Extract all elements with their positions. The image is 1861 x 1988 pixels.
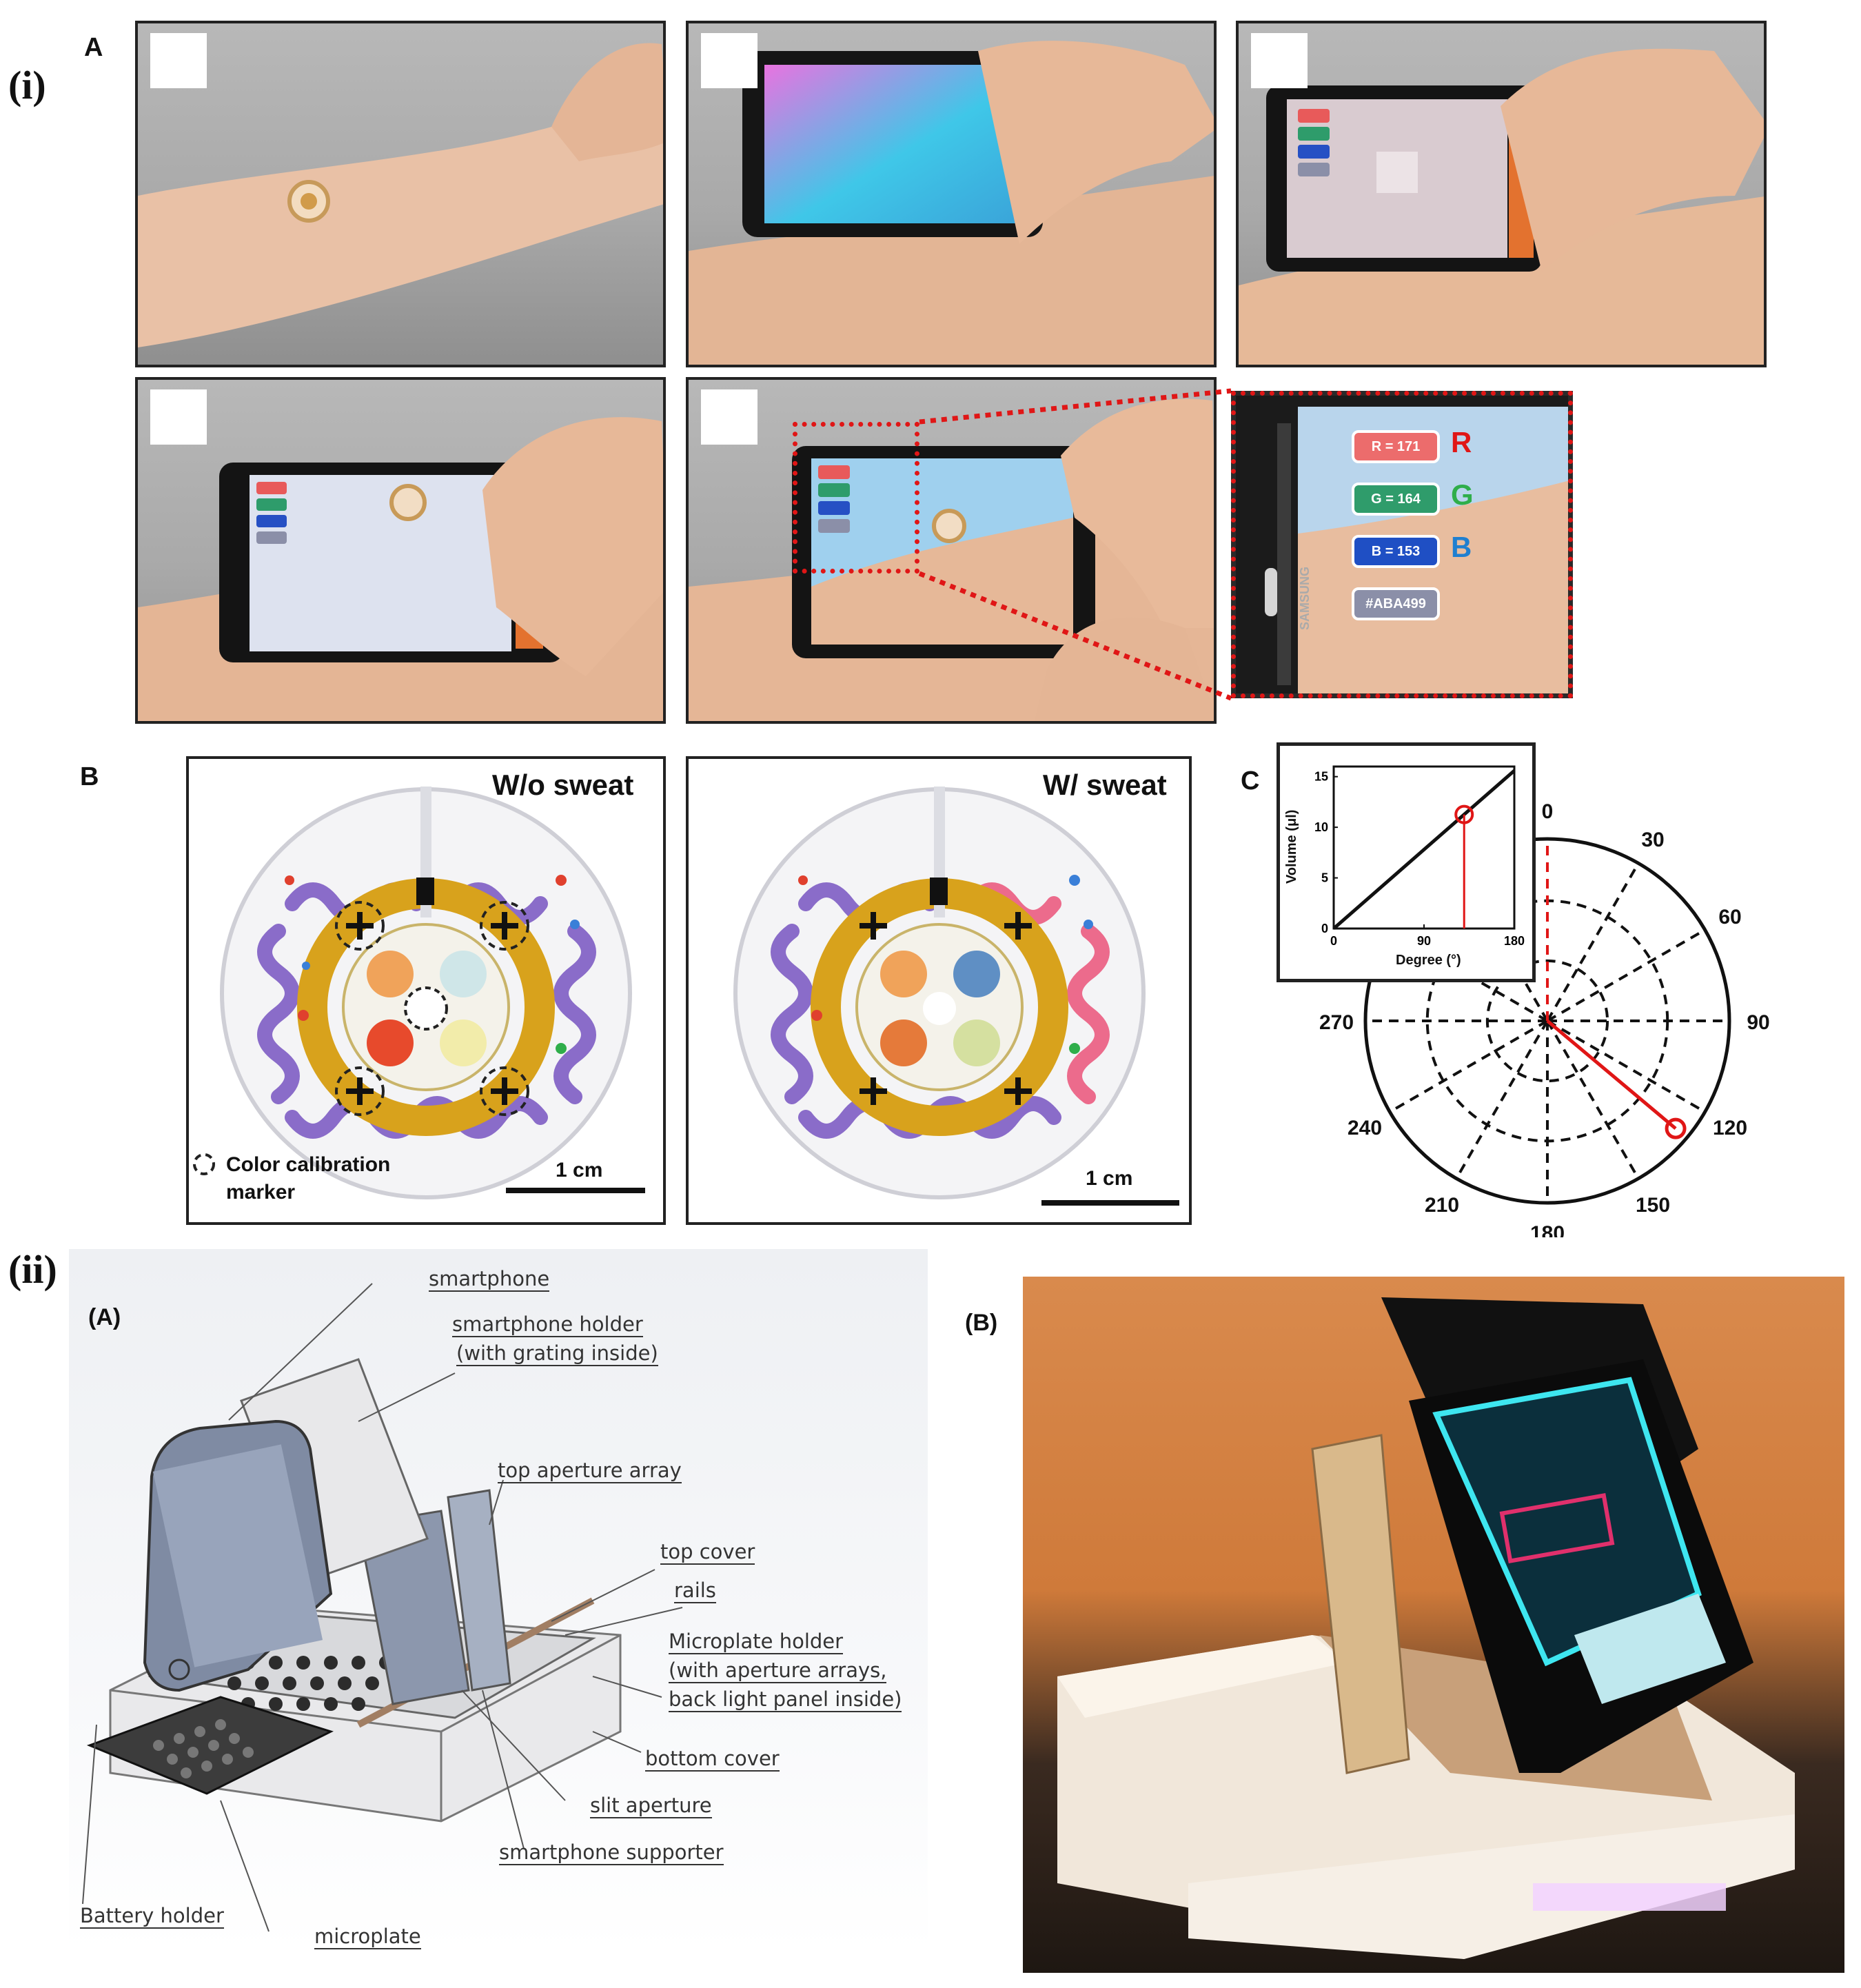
inset-volume-line bbox=[1332, 769, 1516, 930]
label-mask bbox=[150, 33, 207, 88]
polar-chart: 0 30 60 90 120 150 180 210 240 270 bbox=[1319, 800, 1770, 1237]
polar-spoke bbox=[1455, 1020, 1549, 1179]
anno-bottom-cover: bottom cover bbox=[645, 1747, 780, 1772]
photo-phone-readout bbox=[686, 377, 1217, 724]
anno-battery-holder: Battery holder bbox=[80, 1904, 224, 1929]
photo-phone-scan bbox=[686, 21, 1217, 367]
polar-angle-label: 180 bbox=[1530, 1222, 1565, 1237]
cad-diagram-panel: smartphone smartphone holder (with grati… bbox=[69, 1249, 928, 1952]
device-without-title: W/o sweat bbox=[492, 769, 634, 801]
zoom-callout-box bbox=[793, 422, 919, 574]
polar-angle-label: 30 bbox=[1641, 829, 1664, 851]
panel-ii-label-b: (B) bbox=[965, 1310, 998, 1336]
anno-rails: rails bbox=[674, 1579, 716, 1603]
polar-marker-point bbox=[1665, 1117, 1687, 1139]
device-with-sweat: W/ sweat 1 cm bbox=[686, 756, 1192, 1225]
photo-phone-detect bbox=[135, 377, 666, 724]
polar-spoke bbox=[1546, 1020, 1640, 1179]
panel-ii-label-a: (A) bbox=[88, 1304, 121, 1330]
anno-slit-aperture: slit aperture bbox=[590, 1794, 712, 1818]
anno-holder-2: (with grating inside) bbox=[456, 1341, 658, 1366]
inset-y-tick-label: 10 bbox=[1314, 820, 1328, 834]
polar-angle-label: 90 bbox=[1747, 1011, 1769, 1034]
inset-x-tick-label: 90 bbox=[1417, 934, 1431, 948]
panel-label-b: B bbox=[80, 762, 99, 791]
inset-x-tick-label: 0 bbox=[1330, 934, 1337, 948]
polar-angle-labels: 0 30 60 90 120 150 180 210 240 270 bbox=[1319, 800, 1770, 1237]
polar-spoke bbox=[1546, 929, 1706, 1022]
legend-line-2: marker bbox=[226, 1181, 296, 1204]
photo-arm-patch bbox=[135, 21, 666, 367]
photo-phone-camera bbox=[1236, 21, 1767, 367]
polar-angle-label: 60 bbox=[1718, 906, 1741, 929]
readout-b-pill: B = 153 bbox=[1352, 535, 1440, 568]
polar-angle-label: 150 bbox=[1636, 1194, 1670, 1217]
device-photo bbox=[1023, 1277, 1844, 1973]
section-label-ii: (ii) bbox=[8, 1247, 57, 1292]
inset-y-tick-label: 0 bbox=[1321, 922, 1328, 935]
polar-angle-label: 270 bbox=[1319, 1011, 1354, 1034]
polar-spoke bbox=[1389, 1020, 1548, 1113]
inset-xlabel: Degree (°) bbox=[1396, 953, 1461, 968]
polar-spoke bbox=[1546, 862, 1640, 1022]
polar-spoke bbox=[1546, 1020, 1706, 1113]
legend-line-1: Color calibration bbox=[226, 1153, 391, 1176]
label-mask bbox=[701, 389, 757, 445]
anno-microplate-holder-3: back light panel inside) bbox=[669, 1687, 902, 1712]
inset-y-tick-label: 15 bbox=[1314, 770, 1328, 784]
readout-r-pill: R = 171 bbox=[1352, 430, 1440, 463]
anno-holder-1: smartphone holder bbox=[452, 1312, 643, 1337]
anno-microplate-holder-2: (with aperture arrays, bbox=[669, 1659, 887, 1683]
scale-bar bbox=[506, 1188, 645, 1193]
polar-angle-label: 240 bbox=[1348, 1117, 1382, 1139]
inset-chart-frame: 0 90 180 0 5 10 15 Degree (°) Volume (μl) bbox=[1277, 742, 1536, 982]
panel-label-a: A bbox=[84, 33, 103, 62]
inset-ylabel: Volume (μl) bbox=[1284, 809, 1299, 884]
inset-x-tick-label: 180 bbox=[1504, 934, 1525, 948]
readout-g-pill: G = 164 bbox=[1352, 483, 1440, 516]
device-without-sweat: W/o sweat 1 cm Color calibration marker bbox=[186, 756, 666, 1225]
inset-y-tick-label: 5 bbox=[1321, 871, 1328, 885]
label-mask bbox=[1251, 33, 1308, 88]
polar-marker bbox=[1546, 839, 1687, 1139]
polar-outer-ring bbox=[1363, 837, 1731, 1205]
scale-label: 1 cm bbox=[1086, 1167, 1133, 1190]
anno-microplate: microplate bbox=[314, 1925, 421, 1949]
inset-marker-point bbox=[1454, 804, 1474, 824]
readout-b-letter: B bbox=[1451, 531, 1472, 563]
anno-smartphone-supporter: smartphone supporter bbox=[499, 1840, 724, 1865]
section-label-i: (i) bbox=[8, 63, 46, 108]
readout-g-letter: G bbox=[1451, 478, 1474, 511]
anno-top-cover: top cover bbox=[660, 1540, 755, 1565]
polar-ring-1 bbox=[1485, 959, 1609, 1083]
device-with-title: W/ sweat bbox=[1043, 769, 1167, 801]
readout-r-letter: R bbox=[1451, 426, 1472, 458]
anno-microplate-holder-1: Microplate holder bbox=[669, 1630, 844, 1654]
inset-chart: 0 90 180 0 5 10 15 bbox=[1314, 765, 1525, 948]
zoom-rgb-readout: R = 171 R G = 164 G B = 153 B #ABA499 SA… bbox=[1231, 391, 1573, 698]
polar-angle-label: 210 bbox=[1425, 1194, 1459, 1217]
scale-label: 1 cm bbox=[556, 1159, 603, 1181]
inset-axes: 0 90 180 0 5 10 15 bbox=[1314, 765, 1525, 948]
brand-text: SAMSUNG bbox=[1298, 566, 1312, 630]
polar-angle-label: 120 bbox=[1713, 1117, 1747, 1139]
label-mask bbox=[150, 389, 207, 445]
polar-grid bbox=[1363, 837, 1731, 1205]
polar-angle-label: 0 bbox=[1542, 800, 1554, 823]
panel-label-c: C bbox=[1241, 767, 1260, 795]
anno-top-aperture: top aperture array bbox=[498, 1459, 682, 1483]
polar-marker-line bbox=[1546, 1020, 1677, 1130]
label-mask bbox=[701, 33, 757, 88]
readout-hex-pill: #ABA499 bbox=[1352, 587, 1440, 620]
scale-bar bbox=[1041, 1200, 1179, 1206]
anno-smartphone: smartphone bbox=[429, 1267, 550, 1292]
